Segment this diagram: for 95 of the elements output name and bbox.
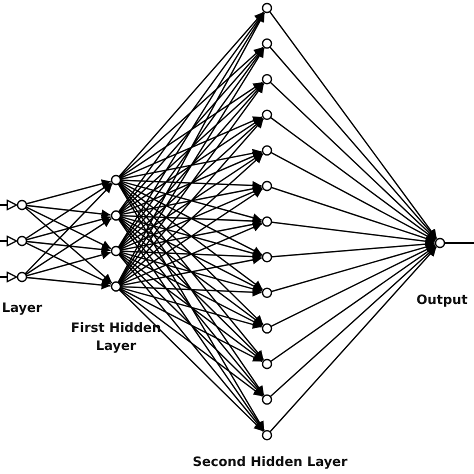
arrow [25,182,112,240]
arrow [271,240,435,258]
neuron-circle [262,288,272,298]
arrow [118,82,264,214]
arrow [271,186,436,243]
arrow [24,207,112,284]
arrow [119,288,264,397]
arrow [271,242,435,292]
arrow [120,252,262,294]
neuron-circle [16,236,28,246]
arrow [120,116,262,179]
arrow [118,289,264,432]
layer-label: Output [415,292,469,310]
arrow [26,250,111,276]
arrow [120,148,262,180]
neuron-circle [262,358,272,370]
arrow [119,152,263,250]
neuron-circle [110,210,122,221]
arrow [118,12,264,178]
arrow [270,244,436,328]
neuron-circle [262,2,272,14]
arrow [118,254,264,432]
arrow [120,216,262,258]
arrow [118,82,264,248]
arrow [118,46,264,178]
arrow [270,246,436,398]
arrow [0,272,18,282]
neuron-circle [262,216,272,227]
neuron-circle [262,145,272,156]
arrow [25,218,112,276]
arrow [118,218,264,396]
arrow [118,47,264,213]
arrow [0,236,18,246]
arrow [24,183,113,274]
arrow [120,188,262,250]
layer-label: Layer [0,300,44,318]
arrow [26,204,111,218]
arrow [120,181,262,256]
arrow [118,118,264,284]
arrow [120,184,262,216]
arrow [26,214,111,240]
arrow [26,179,111,204]
arrow [120,220,262,251]
arrow [269,46,437,240]
arrow [120,180,262,222]
arrow [120,223,262,286]
neuron-circle [262,180,272,192]
neuron-circle [110,174,122,186]
arrow [120,250,262,262]
neuron-circle [434,238,446,248]
neuron-circle [16,200,28,210]
arrow [26,206,112,250]
arrow [119,82,263,178]
neuron-circle [262,74,272,84]
connector-line [444,242,474,244]
arrow [270,116,436,240]
arrow [118,218,264,361]
arrow [118,118,264,249]
arrow [26,276,111,290]
arrow [118,182,264,325]
arrow [120,152,262,214]
neuron-circle [110,246,122,256]
neuron-circle [262,323,272,334]
arrow [118,83,264,284]
arrow [118,48,264,248]
arrow [26,240,111,254]
neuron-circle [262,110,272,120]
arrow [0,200,18,210]
arrow [119,117,263,214]
arrow [120,286,262,297]
neuron-circle [262,38,272,49]
layer-label: Second Hidden Layer [192,454,348,472]
layer-label: First Hidden Layer [70,320,162,356]
neuron-circle [262,394,272,405]
arrow [118,154,264,284]
neuron-circle [16,272,28,282]
arrow [271,222,435,246]
neuron-circle [110,281,122,292]
arrow [120,288,262,362]
arrow [119,218,264,326]
arrow [270,152,436,242]
arrow [118,254,264,396]
arrow [270,82,436,240]
arrow [120,216,262,291]
neuron-circle [262,430,272,440]
arrow [269,246,437,432]
arrow [120,287,262,329]
arrow [118,183,264,360]
arrow [120,252,262,327]
arrow [119,253,264,362]
arrow [270,246,436,362]
arrow [269,11,438,240]
neuron-circle [262,252,272,262]
arrow [120,256,262,286]
arrow [26,242,112,285]
